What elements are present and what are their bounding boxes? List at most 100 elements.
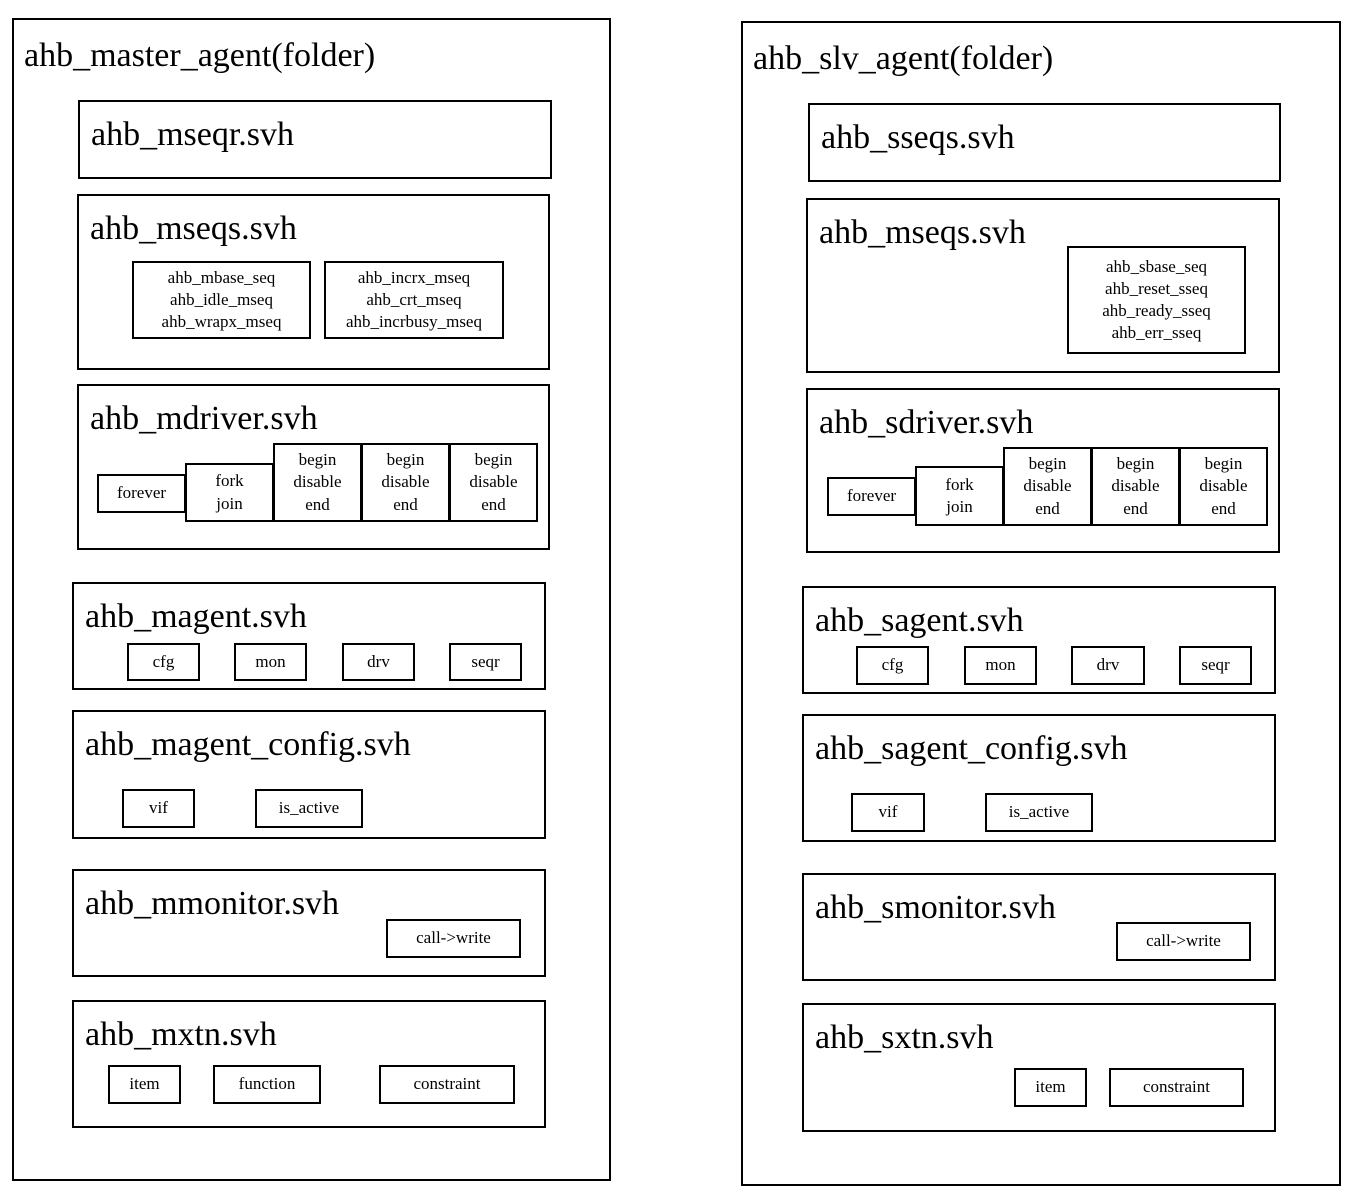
begin-disable-end-block: begin disable end xyxy=(1003,447,1092,526)
item-field: item xyxy=(1014,1068,1087,1107)
seqr-label: seqr xyxy=(1201,655,1230,675)
slave-mseqs-title: ahb_mseqs.svh xyxy=(819,214,1026,251)
function-field: function xyxy=(213,1065,321,1104)
cfg-field: cfg xyxy=(127,643,200,681)
fork-label: fork xyxy=(215,471,244,491)
drv-label: drv xyxy=(1096,655,1120,675)
seqr-label: seqr xyxy=(471,651,500,671)
forever-label: forever xyxy=(846,486,897,506)
end-label: end xyxy=(305,494,330,514)
slave-config-title: ahb_sagent_config.svh xyxy=(815,730,1128,767)
is-active-label: is_active xyxy=(278,798,340,818)
seqr-field: seqr xyxy=(449,643,522,681)
master-monitor-title: ahb_mmonitor.svh xyxy=(85,885,340,922)
vif-field: vif xyxy=(851,793,925,832)
mon-field: mon xyxy=(964,646,1037,685)
seq-name: ahb_reset_sseq xyxy=(1105,278,1208,298)
master-mseqr-box xyxy=(78,100,552,179)
drv-label: drv xyxy=(367,651,390,671)
begin-disable-end-block: begin disable end xyxy=(1179,447,1268,526)
slave-xtn-title: ahb_sxtn.svh xyxy=(815,1019,994,1056)
vif-label: vif xyxy=(149,798,168,818)
slave-sdriver-title: ahb_sdriver.svh xyxy=(819,404,1034,441)
function-label: function xyxy=(238,1074,296,1094)
is-active-label: is_active xyxy=(1008,802,1070,822)
slave-sseqs-title: ahb_sseqs.svh xyxy=(821,119,1015,156)
end-label: end xyxy=(1123,498,1148,518)
disable-label: disable xyxy=(1111,476,1160,496)
seq-name: ahb_idle_mseq xyxy=(170,289,273,309)
constraint-label: constraint xyxy=(1142,1077,1211,1097)
cfg-label: cfg xyxy=(152,651,175,671)
master-mdriver-title: ahb_mdriver.svh xyxy=(90,400,318,437)
begin-label: begin xyxy=(386,450,425,470)
seq-name: ahb_incrx_mseq xyxy=(357,267,471,287)
master-mseqs-title: ahb_mseqs.svh xyxy=(90,210,297,247)
begin-label: begin xyxy=(1028,454,1067,474)
is-active-field: is_active xyxy=(985,793,1093,832)
cfg-label: cfg xyxy=(881,655,904,675)
seq-name: ahb_incrbusy_mseq xyxy=(346,312,482,332)
constraint-field: constraint xyxy=(1109,1068,1244,1107)
master-xtn-title: ahb_mxtn.svh xyxy=(85,1016,277,1053)
slave-folder-title: ahb_slv_agent(folder) xyxy=(753,40,1054,77)
disable-label: disable xyxy=(1199,476,1248,496)
master-xtn-box xyxy=(72,1000,546,1128)
begin-disable-end-block: begin disable end xyxy=(273,443,362,522)
join-label: join xyxy=(216,493,243,513)
master-magent-title: ahb_magent.svh xyxy=(85,598,307,635)
slave-xtn-box xyxy=(802,1003,1276,1132)
fork-join-block: fork join xyxy=(185,463,274,522)
call-write-label: call->write xyxy=(1146,931,1221,951)
slave-seq-group: ahb_sbase_seq ahb_reset_sseq ahb_ready_s… xyxy=(1067,246,1246,354)
end-label: end xyxy=(1035,498,1060,518)
mon-field: mon xyxy=(234,643,307,681)
master-seq-group-1: ahb_mbase_seq ahb_idle_mseq ahb_wrapx_ms… xyxy=(132,261,311,339)
drv-field: drv xyxy=(1071,646,1145,685)
slave-sseqs-box xyxy=(808,103,1281,182)
constraint-field: constraint xyxy=(379,1065,515,1104)
begin-label: begin xyxy=(298,450,337,470)
seqr-field: seqr xyxy=(1179,646,1252,685)
seq-name: ahb_sbase_seq xyxy=(1105,256,1208,276)
disable-label: disable xyxy=(1023,476,1072,496)
disable-label: disable xyxy=(381,472,430,492)
seq-name: ahb_err_sseq xyxy=(1111,323,1202,343)
slave-sagent-title: ahb_sagent.svh xyxy=(815,602,1024,639)
begin-disable-end-block: begin disable end xyxy=(361,443,450,522)
slave-monitor-title: ahb_smonitor.svh xyxy=(815,889,1056,926)
constraint-label: constraint xyxy=(413,1074,481,1094)
seq-name: ahb_wrapx_mseq xyxy=(161,312,282,332)
vif-field: vif xyxy=(122,789,195,828)
end-label: end xyxy=(1211,498,1236,518)
item-label: item xyxy=(129,1074,160,1094)
join-label: join xyxy=(946,497,973,516)
drv-field: drv xyxy=(342,643,415,681)
item-label: item xyxy=(1035,1077,1066,1097)
master-seq-group-2: ahb_incrx_mseq ahb_crt_mseq ahb_incrbusy… xyxy=(324,261,504,339)
call-write-field: call->write xyxy=(386,919,521,958)
end-label: end xyxy=(481,494,506,514)
master-folder-title: ahb_master_agent(folder) xyxy=(24,37,376,74)
vif-label: vif xyxy=(878,802,898,822)
begin-disable-end-block: begin disable end xyxy=(1091,447,1180,526)
begin-label: begin xyxy=(474,450,513,470)
forever-block: forever xyxy=(827,477,916,516)
seq-name: ahb_ready_sseq xyxy=(1102,301,1211,320)
begin-disable-end-block: begin disable end xyxy=(449,443,538,522)
call-write-field: call->write xyxy=(1116,922,1251,961)
mon-label: mon xyxy=(255,651,286,671)
disable-label: disable xyxy=(293,472,342,492)
master-config-title: ahb_magent_config.svh xyxy=(85,726,411,763)
forever-block: forever xyxy=(97,474,186,513)
seq-name: ahb_mbase_seq xyxy=(167,267,276,287)
begin-label: begin xyxy=(1116,454,1155,474)
call-write-label: call->write xyxy=(416,928,491,948)
forever-label: forever xyxy=(116,483,167,503)
is-active-field: is_active xyxy=(255,789,363,828)
begin-label: begin xyxy=(1204,454,1243,474)
fork-label: fork xyxy=(945,474,974,494)
cfg-field: cfg xyxy=(856,646,929,685)
master-mseqr-title: ahb_mseqr.svh xyxy=(91,116,295,153)
fork-join-block: fork join xyxy=(915,466,1004,526)
